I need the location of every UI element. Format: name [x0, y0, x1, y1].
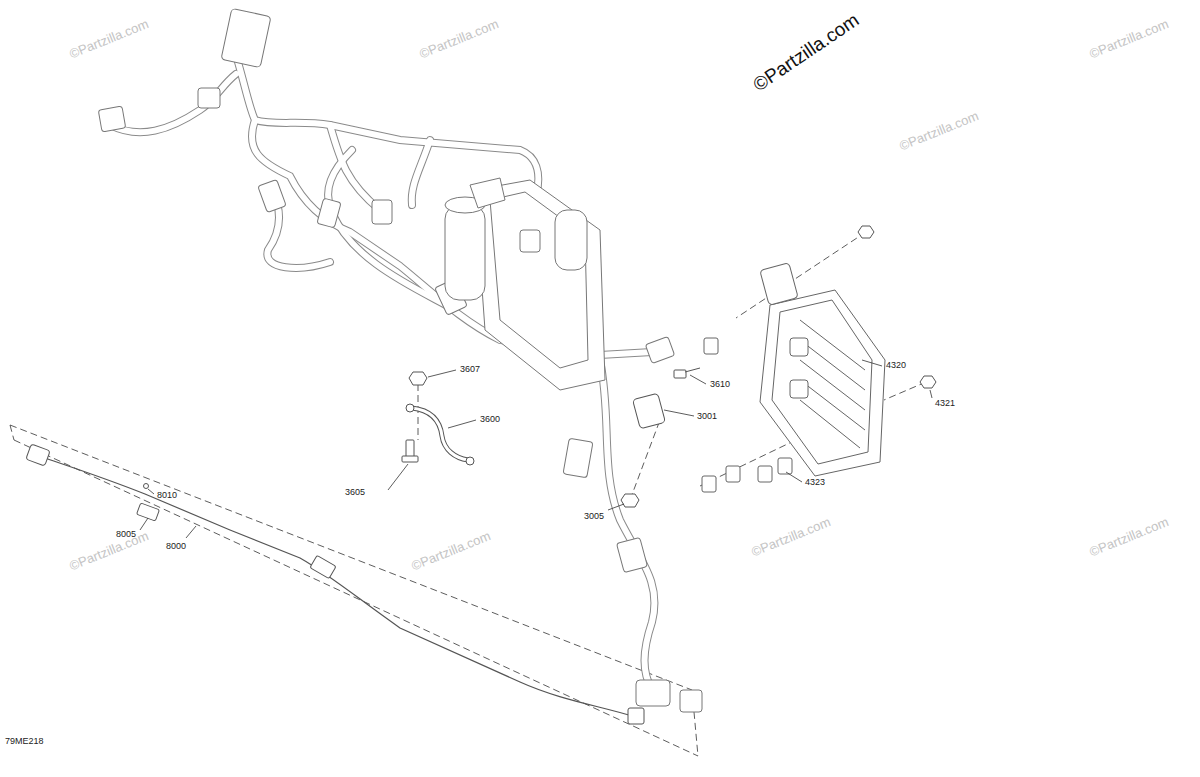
callout-number: 3610: [710, 380, 730, 389]
dashed-line: [884, 382, 926, 400]
callout-number: 3600: [480, 415, 500, 424]
dashed-frame: [10, 232, 926, 756]
leader-line: [448, 420, 476, 428]
watermark: ©Partzilla.com: [1088, 515, 1171, 559]
electronic-module: [760, 263, 885, 476]
leader-line: [148, 489, 154, 494]
watermark: ©Partzilla.com: [68, 17, 151, 61]
callout-number: 3001: [697, 412, 717, 421]
dashed-line: [14, 440, 698, 756]
leader-line: [608, 504, 624, 510]
hardware: [402, 226, 936, 507]
harness-connectors: [98, 8, 702, 712]
callout-number: 3607: [460, 365, 480, 374]
leader-line: [690, 375, 706, 384]
watermark: ©Partzilla.com: [898, 109, 981, 153]
harness-outline: [110, 62, 654, 690]
leader-line: [140, 518, 148, 530]
leader-line: [186, 526, 196, 538]
callout-number: 4320: [886, 361, 906, 370]
watermark: ©Partzilla.com: [750, 10, 862, 94]
watermark: ©Partzilla.com: [418, 17, 501, 61]
callout-number: 4323: [805, 478, 825, 487]
callout-number: 8010: [157, 491, 177, 500]
leader-line: [388, 464, 408, 490]
callout-number: 79ME218: [5, 737, 44, 746]
leader-line: [786, 472, 802, 482]
leader-line: [862, 360, 882, 366]
sensor-harness: [45, 458, 632, 716]
dashed-line: [10, 425, 14, 440]
callout-number: 8000: [166, 542, 186, 551]
dashed-line: [10, 425, 692, 690]
sensor-parts: [26, 444, 644, 724]
dashed-line: [630, 420, 660, 500]
leader-lines: [140, 360, 932, 538]
leader-line: [428, 370, 456, 377]
callout-number: 4321: [935, 399, 955, 408]
watermark: ©Partzilla.com: [68, 529, 151, 573]
harness-fill: [110, 62, 654, 690]
leader-line: [930, 390, 932, 398]
callout-number: 8005: [116, 530, 136, 539]
leader-line: [664, 410, 694, 416]
watermark: ©Partzilla.com: [750, 515, 833, 559]
watermark: ©Partzilla.com: [1088, 17, 1171, 61]
callout-number: 3605: [345, 488, 365, 497]
central-unit: [445, 178, 605, 390]
dashed-line: [418, 384, 419, 440]
watermark: ©Partzilla.com: [410, 529, 493, 573]
callout-number: 3005: [584, 512, 604, 521]
